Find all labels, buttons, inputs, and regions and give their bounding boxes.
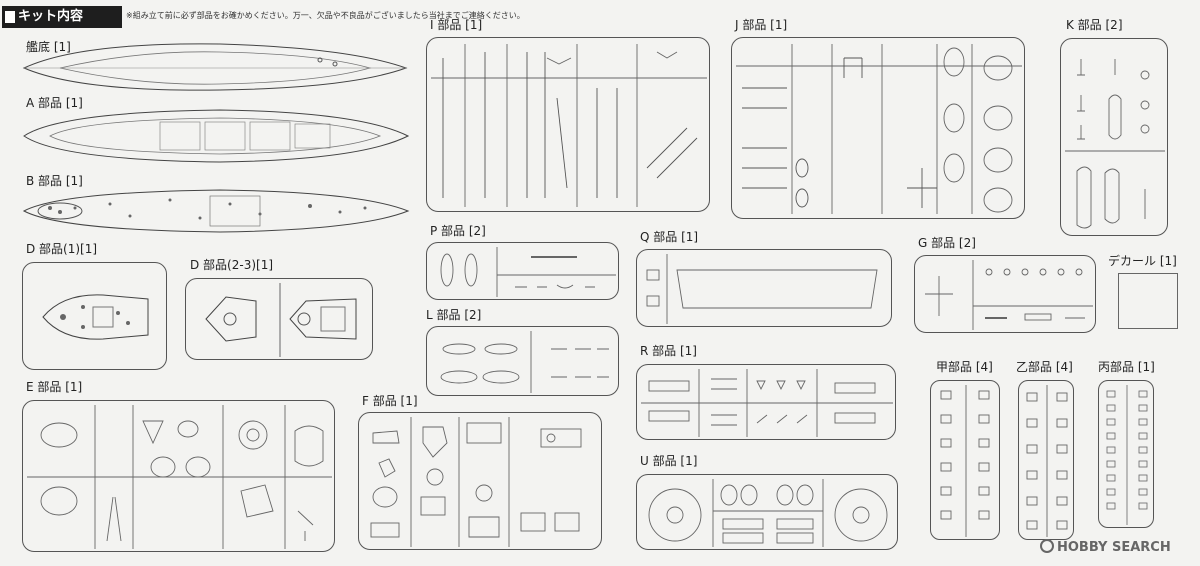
watermark-text: HOBBY SEARCH [1057, 540, 1171, 555]
label-kanteibu: 艦底 [1] [26, 40, 71, 54]
sprue-d1 [22, 262, 167, 370]
label-r-parts: R 部品 [1] [640, 344, 697, 358]
label-a-parts: A 部品 [1] [26, 96, 83, 110]
watermark: HOBBY SEARCH [1040, 539, 1171, 555]
sprue-hei [1098, 380, 1154, 528]
label-b-parts: B 部品 [1] [26, 174, 83, 188]
sprue-q [636, 249, 892, 327]
label-g-parts: G 部品 [2] [918, 236, 976, 250]
sprue-j [731, 37, 1025, 219]
sprue-r [636, 364, 896, 440]
label-e-parts: E 部品 [1] [26, 380, 83, 394]
sprue-i [426, 37, 710, 212]
label-otsu-parts: 乙部品 [4] [1016, 360, 1073, 374]
section-title: キット内容 [2, 6, 122, 28]
sprue-ko [930, 380, 1000, 540]
label-u-parts: U 部品 [1] [640, 454, 698, 468]
sprue-otsu [1018, 380, 1074, 540]
decal-sheet [1118, 273, 1178, 329]
label-p-parts: P 部品 [2] [430, 224, 486, 238]
label-d1-parts: D 部品(1)[1] [26, 242, 98, 256]
label-hei-parts: 丙部品 [1] [1098, 360, 1155, 374]
assembly-note: ※組み立て前に必ず部品をお確かめください。万一、欠品や不良品がございましたら当社… [126, 11, 525, 20]
label-f-parts: F 部品 [1] [362, 394, 418, 408]
label-l-parts: L 部品 [2] [426, 308, 482, 322]
hobby-search-logo-icon [1040, 539, 1054, 553]
sprue-l [426, 326, 619, 396]
sprue-e [22, 400, 335, 552]
sprue-k [1060, 38, 1168, 236]
label-ko-parts: 甲部品 [4] [936, 360, 993, 374]
sprue-p [426, 242, 619, 300]
label-i-parts: I 部品 [1] [430, 18, 483, 32]
sprue-g [914, 255, 1096, 333]
label-decal: デカール [1] [1108, 254, 1177, 268]
sprue-f [358, 412, 602, 550]
label-j-parts: J 部品 [1] [735, 18, 788, 32]
sprue-u [636, 474, 898, 550]
a-parts-deck-drawing [23, 109, 410, 163]
label-q-parts: Q 部品 [1] [640, 230, 699, 244]
b-parts-deck-drawing [22, 189, 410, 233]
hull-bottom-drawing [22, 43, 408, 91]
sprue-d23 [185, 278, 373, 360]
label-k-parts: K 部品 [2] [1066, 18, 1123, 32]
label-d23-parts: D 部品(2-3)[1] [190, 258, 274, 272]
